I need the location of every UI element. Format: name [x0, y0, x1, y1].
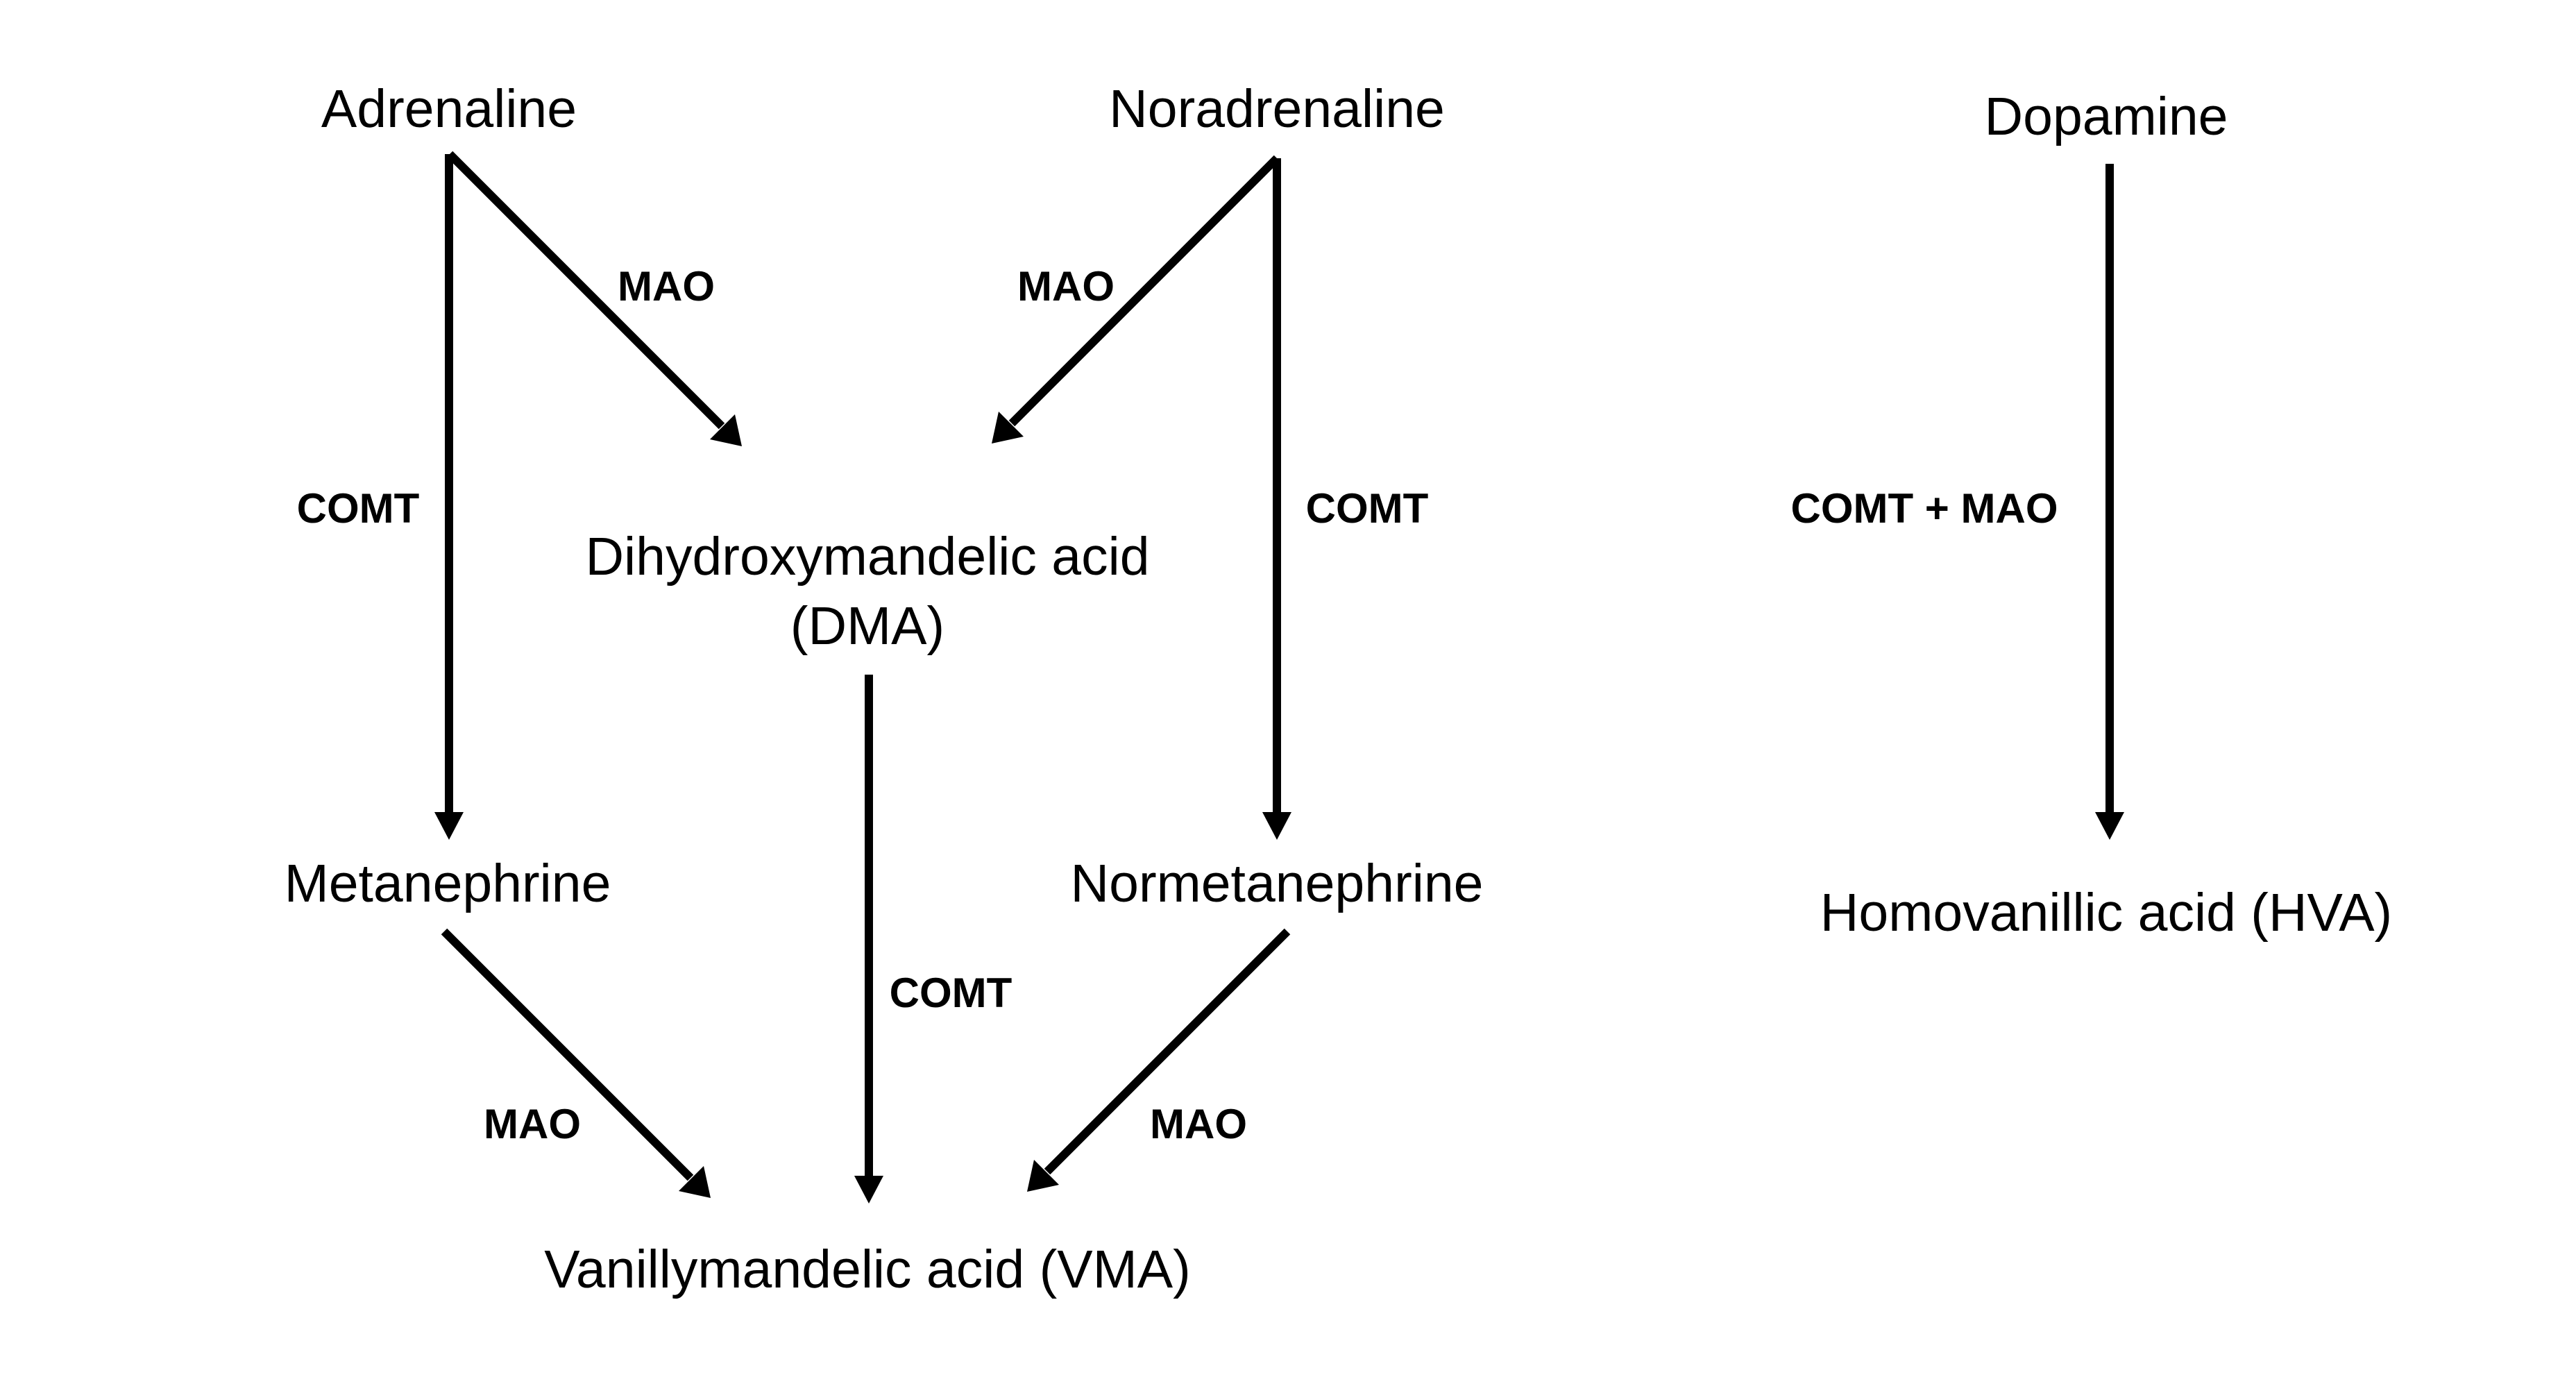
arrow-adrenaline-to-metanephrine: [434, 154, 464, 840]
edge-label-metanephrine-to-vma: MAO: [484, 1101, 581, 1147]
edge-label-normetanephrine-to-vma: MAO: [1150, 1101, 1247, 1147]
edge-label-adrenaline-to-metanephrine: COMT: [296, 485, 420, 532]
arrow-noradrenaline-to-dma: [992, 155, 1280, 444]
node-hva: Homovanillic acid (HVA): [1820, 882, 2393, 943]
node-dopamine: Dopamine: [1984, 86, 2228, 146]
arrow-noradrenaline-to-normetanephrine: [1262, 158, 1291, 840]
node-dma: Dihydroxymandelic acid (DMA): [585, 522, 1149, 661]
node-adrenaline: Adrenaline: [321, 78, 577, 139]
node-normetanephrine: Normetanephrine: [1070, 853, 1484, 913]
arrow-normetanephrine-to-vma: [1027, 928, 1291, 1192]
edge-label-noradrenaline-to-normetanephrine: COMT: [1305, 485, 1429, 532]
edge-label-adrenaline-to-dma: MAO: [618, 263, 715, 310]
edge-label-dma-to-vma: COMT: [889, 970, 1012, 1016]
node-metanephrine: Metanephrine: [284, 853, 611, 913]
node-vma: Vanillymandelic acid (VMA): [544, 1239, 1191, 1299]
arrow-metanephrine-to-vma: [441, 928, 711, 1198]
node-dma-abbr: (DMA): [790, 596, 945, 656]
edge-label-noradrenaline-to-dma: MAO: [1017, 263, 1115, 310]
node-dma-name: Dihydroxymandelic acid: [585, 526, 1150, 586]
node-noradrenaline: Noradrenaline: [1109, 78, 1445, 139]
arrow-dma-to-vma: [854, 675, 883, 1204]
arrow-adrenaline-to-dma: [446, 151, 742, 446]
edge-label-dopamine-to-hva: COMT + MAO: [1790, 485, 2058, 532]
arrow-dopamine-to-hva: [2095, 164, 2124, 840]
